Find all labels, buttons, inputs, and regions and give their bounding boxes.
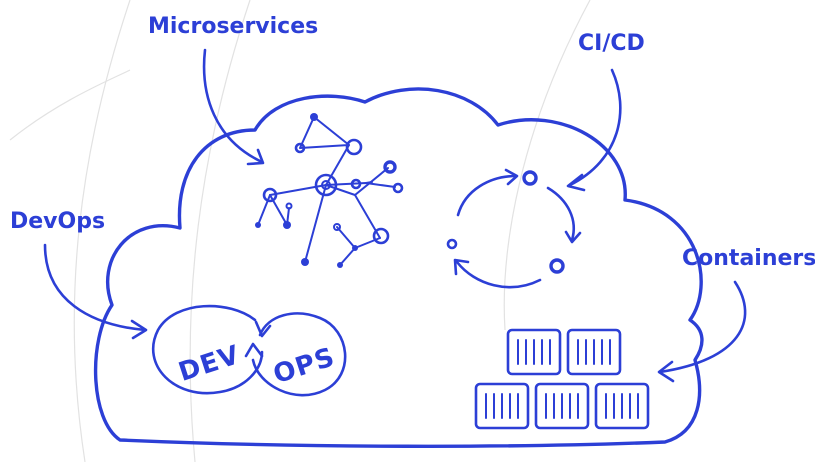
cycle-node (549, 258, 565, 274)
node (352, 245, 358, 251)
node (294, 142, 306, 154)
arrow-cicd-head (566, 173, 586, 192)
label-dev: DEV (175, 340, 244, 388)
container-box (566, 328, 622, 376)
cycle-node (522, 170, 538, 186)
arrow-cicd (568, 68, 622, 187)
cicd-cycle (446, 168, 582, 289)
node (310, 113, 318, 121)
node (383, 160, 397, 174)
node (321, 180, 331, 190)
label-ops: OPS (270, 342, 339, 390)
node (350, 178, 362, 190)
node (333, 223, 341, 231)
background-arcs (9, 0, 591, 462)
label-devops: DevOps (10, 209, 105, 234)
node (345, 138, 363, 156)
arrow-microservices-head (246, 148, 265, 166)
node (285, 202, 293, 210)
container-box (594, 382, 650, 430)
node (262, 187, 278, 203)
label-containers: Containers (682, 246, 815, 271)
node (392, 182, 404, 194)
arrow-microservices (202, 48, 264, 164)
arrow-devops-head (130, 319, 148, 340)
node (283, 221, 291, 229)
microservices-network (255, 113, 404, 268)
container-box (534, 382, 590, 430)
container-box (474, 382, 530, 430)
arrow-devops (43, 243, 147, 332)
node (255, 222, 261, 228)
cycle-node (446, 238, 458, 250)
node (372, 227, 390, 245)
cloud-outline (93, 87, 704, 448)
container-stack (474, 328, 650, 430)
node (314, 173, 338, 197)
label-cicd: CI/CD (578, 31, 645, 56)
container-box (506, 328, 562, 376)
arrow-containers (658, 280, 747, 374)
node (301, 258, 309, 266)
node (337, 262, 343, 268)
arrow-containers-head (657, 360, 675, 383)
devops-loop: DEV OPS (151, 304, 347, 397)
label-microservices: Microservices (148, 14, 318, 39)
